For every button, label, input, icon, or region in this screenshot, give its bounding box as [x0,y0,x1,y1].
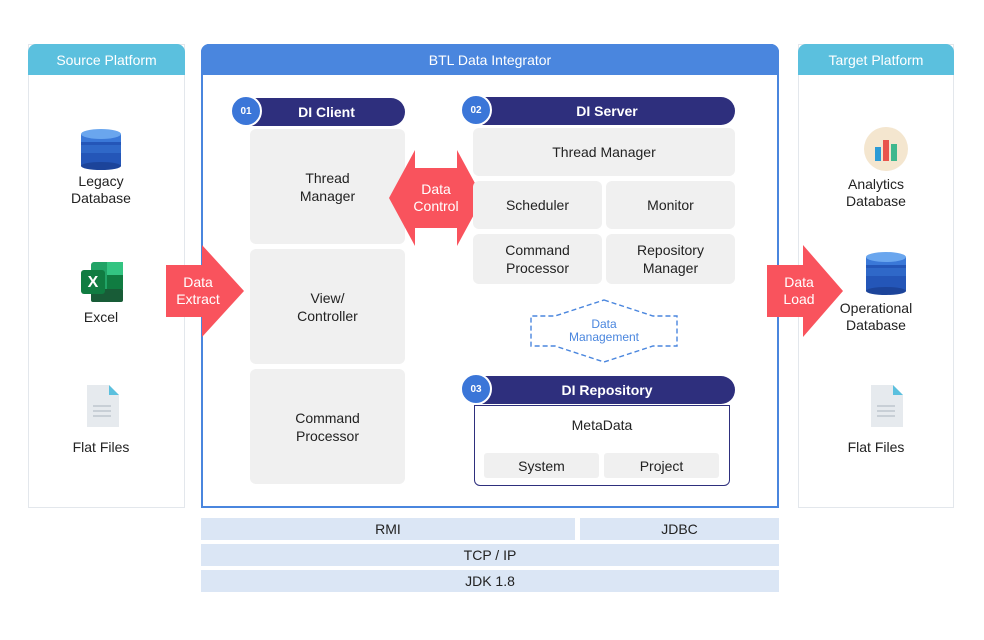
database-icon [864,251,908,295]
analytics-database-label: Analytics Database [846,176,906,209]
stack-rmi: RMI [201,518,575,540]
file-icon [83,383,121,429]
server-monitor: Monitor [606,181,735,229]
data-management-label: Data Management [568,317,640,344]
client-view-controller: View/ Controller [250,249,405,364]
data-control-label: Data Control [413,181,459,214]
data-extract-arrow [166,245,244,337]
client-command-processor: Command Processor [250,369,405,484]
flat-files-label: Flat Files [847,439,905,455]
database-icon [79,128,123,170]
server-thread-manager: Thread Manager [473,128,735,176]
data-load-arrow [767,245,843,337]
analytics-icon [862,126,910,172]
di-server-title: DI Server [463,97,735,125]
data-control-arrow [389,150,483,246]
legacy-database-label: Legacy Database [71,173,131,206]
data-management-arrow [530,299,678,363]
repository-metadata-label: MetaData [571,417,633,433]
data-load-label: Data Load [783,274,815,307]
client-thread-manager: Thread Manager [250,129,405,244]
stack-jdbc: JDBC [580,518,779,540]
flat-files-label: Flat Files [72,439,130,455]
excel-icon: X [79,260,125,304]
svg-text:X: X [88,274,99,291]
stack-jdk: JDK 1.8 [201,570,779,592]
di-client-number-badge: 01 [230,95,262,127]
server-repository-manager: Repository Manager [606,234,735,284]
di-repository-title: DI Repository [463,376,735,404]
operational-database-label: Operational Database [839,300,913,333]
di-server-number-badge: 02 [460,94,492,126]
repository-project: Project [604,453,719,478]
integrator-header: BTL Data Integrator [201,44,779,75]
repository-system: System [484,453,599,478]
server-command-processor: Command Processor [473,234,602,284]
file-icon [867,383,905,429]
data-extract-label: Data Extract [176,274,220,307]
server-scheduler: Scheduler [473,181,602,229]
source-platform-header: Source Platform [28,44,185,75]
target-platform-header: Target Platform [798,44,954,75]
stack-tcp-ip: TCP / IP [201,544,779,566]
di-repository-number-badge: 03 [460,373,492,405]
excel-label: Excel [83,309,119,325]
